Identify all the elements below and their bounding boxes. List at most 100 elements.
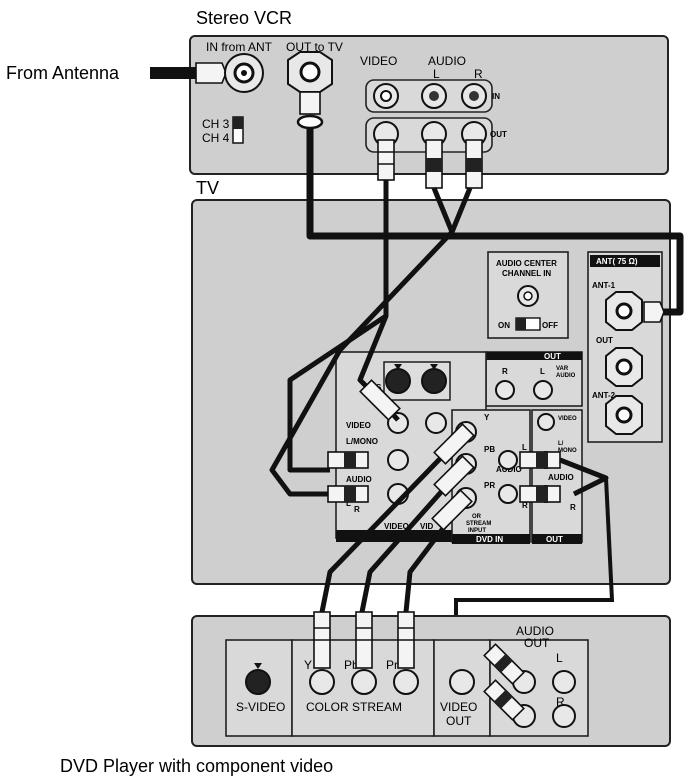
vcr-video-label: VIDEO xyxy=(360,54,397,68)
tv-out-av-block xyxy=(531,409,583,543)
vcr-video-plug xyxy=(377,139,395,181)
dvd-audio-l-plug xyxy=(519,451,561,469)
stereo-vcr-title: Stereo VCR xyxy=(196,8,292,28)
tv-title: TV xyxy=(196,178,219,198)
ant1-plug xyxy=(643,301,665,323)
tv-video-plug xyxy=(359,379,401,421)
tv-l2-label: L xyxy=(346,499,351,508)
dvd-pr-out-plug xyxy=(397,611,415,669)
video-out-label-2: OUT xyxy=(446,714,472,728)
vcr-in-label: IN xyxy=(492,92,500,101)
out-audio-label: AUDIO xyxy=(548,473,574,482)
s-video-jack-1[interactable] xyxy=(385,368,411,394)
tv-r2-label: R xyxy=(354,505,360,514)
video-out-label-1: VIDEO xyxy=(440,700,477,714)
pb-label: PB xyxy=(484,445,495,454)
out-r-label: R xyxy=(570,503,576,512)
dvd-audio-l-jack[interactable] xyxy=(498,450,518,470)
dvd-audio-out-r-plug xyxy=(483,679,525,721)
tv-audio-r-plug xyxy=(327,485,369,503)
dvd-audio-out-l-plug xyxy=(483,643,525,685)
audio-center-label-2: CHANNEL IN xyxy=(502,269,551,278)
vcr-video-cable xyxy=(287,180,389,473)
dvd-pb-cable xyxy=(359,462,468,613)
out-bar-label: OUT xyxy=(546,535,563,544)
color-stream-label-1: OR xyxy=(472,514,482,520)
s-video-label: S-VIDEO xyxy=(236,700,285,714)
audio-center-label-1: AUDIO CENTER xyxy=(496,259,557,268)
out-to-tv-plug xyxy=(299,91,321,115)
dvd-audio-l-label: L xyxy=(556,651,563,665)
dvd-y-out-jack[interactable] xyxy=(309,669,335,695)
tv-video-label: VIDEO xyxy=(346,421,371,430)
y-label: Y xyxy=(484,413,490,422)
dvd-pr-plug xyxy=(431,489,473,531)
dvd-player-caption: DVD Player with component video xyxy=(60,756,333,776)
dvd-s-video-jack[interactable] xyxy=(245,669,271,695)
ant-out-label: OUT xyxy=(596,336,613,345)
dvd-video-out-jack[interactable] xyxy=(449,669,475,695)
ant1-label: ANT-1 xyxy=(592,281,616,290)
ch3-label: CH 3 xyxy=(202,117,230,131)
audio-out-label-2: OUT xyxy=(524,636,550,650)
tv-out-l-jack[interactable] xyxy=(533,380,553,400)
antenna-plug xyxy=(195,62,227,84)
dvd-audio-r-out2-jack[interactable] xyxy=(552,704,576,728)
vcr-audio-cable xyxy=(269,230,454,497)
ant-75-label: ANT( 75 Ω) xyxy=(596,257,638,266)
vcr-audio-label: AUDIO xyxy=(428,54,466,68)
out-video-label: VIDEO xyxy=(558,416,577,422)
dvd-l-label: L xyxy=(522,443,527,452)
dvd-r-label: R xyxy=(522,501,528,510)
dvd-audio-r-label: R xyxy=(556,695,565,709)
off-label: OFF xyxy=(542,321,558,330)
dvd-in-label: DVD IN xyxy=(476,535,503,544)
tv-video-in2-jack[interactable] xyxy=(425,412,447,434)
dvd-y-plug xyxy=(433,423,475,465)
dvd-pb-out-jack[interactable] xyxy=(351,669,377,695)
out-lmono-label-2: MONO xyxy=(558,448,577,454)
in-from-ant-label: IN from ANT xyxy=(206,40,273,54)
dvd-y-label: Y xyxy=(304,658,312,672)
vcr-audio-r-plug xyxy=(465,139,483,189)
dvd-pr-label: Pr xyxy=(386,658,398,672)
tv-out-label: OUT xyxy=(544,352,561,361)
audio-out-label-1: AUDIO xyxy=(516,624,554,638)
tv-l-label: L xyxy=(540,367,545,376)
tv-out-r-jack[interactable] xyxy=(495,380,515,400)
out-to-tv-label: OUT to TV xyxy=(286,40,343,54)
from-antenna-label: From Antenna xyxy=(6,63,120,83)
var-audio-label-1: VAR xyxy=(556,366,569,372)
dvd-pb-out-plug xyxy=(355,611,373,669)
dvd-pr-out-jack[interactable] xyxy=(393,669,419,695)
vcr-audio-l-plug xyxy=(425,139,443,189)
rf-cable-vcr-to-tv xyxy=(306,128,684,316)
ch4-label: CH 4 xyxy=(202,131,230,145)
dvd-audio-r-plug xyxy=(519,485,561,503)
tv-audio-l-plug xyxy=(327,451,369,469)
dvd-y-out-plug xyxy=(313,611,331,669)
s-video-jack-2[interactable] xyxy=(421,368,447,394)
dvd-y-cable xyxy=(319,430,468,613)
vcr-l-label: L xyxy=(433,67,440,81)
color-stream-label-3: INPUT xyxy=(468,528,486,534)
vid-bar2-label: VID xyxy=(420,522,434,531)
dvd-audio-l-out2-jack[interactable] xyxy=(552,670,576,694)
video-bar-label: VIDEO xyxy=(384,522,409,531)
color-stream-label: COLOR STREAM xyxy=(306,700,402,714)
tv-audio-l-jack[interactable] xyxy=(387,449,409,471)
tv-r-label: R xyxy=(502,367,508,376)
color-stream-label-2: STREAM xyxy=(466,521,491,527)
dvd-audio-r-jack[interactable] xyxy=(498,484,518,504)
pr-label: PR xyxy=(484,481,495,490)
ant2-label: ANT-2 xyxy=(592,391,616,400)
out-lmono-label-1: L/ xyxy=(558,441,564,447)
vcr-r-label: R xyxy=(474,67,483,81)
vcr-out-label: OUT xyxy=(490,130,507,139)
tv-out-video-jack[interactable] xyxy=(537,413,555,431)
on-label: ON xyxy=(498,321,510,330)
tv-audio-label: AUDIO xyxy=(346,475,372,484)
var-audio-label-2: AUDIO xyxy=(556,373,576,379)
tv-lmono-label: L/MONO xyxy=(346,437,378,446)
